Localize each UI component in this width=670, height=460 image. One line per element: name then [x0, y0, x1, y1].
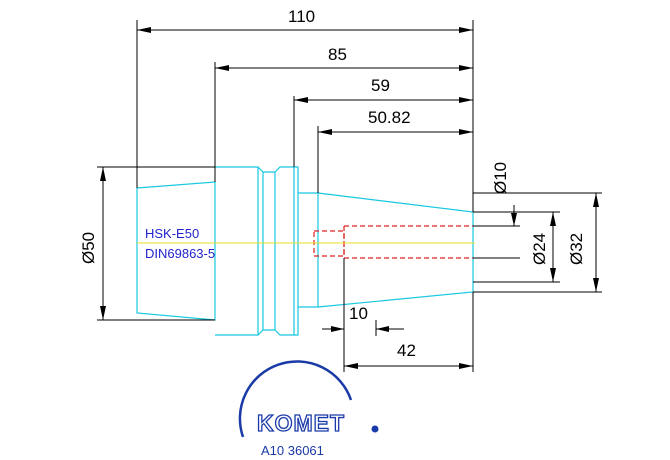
dimension-110: [136, 20, 474, 212]
dimension-dia-50: [97, 166, 215, 321]
dim-label-85: 85: [328, 45, 347, 64]
hidden-bore-lines: [313, 225, 473, 259]
komet-logo: KOMET: [238, 360, 379, 438]
dim-label-dia-50: Ø50: [79, 232, 98, 264]
komet-logo-text: KOMET: [257, 410, 345, 436]
dim-label-dia-24: Ø24: [530, 233, 549, 265]
dimension-dia-10: [473, 205, 520, 259]
dimension-dia-32: [473, 192, 602, 293]
dimension-59: [293, 96, 473, 167]
dim-label-dia-32: Ø32: [567, 233, 586, 265]
dimension-depth-10: [322, 258, 404, 372]
dim-label-59: 59: [371, 76, 390, 95]
dimension-50-82: [317, 126, 473, 193]
dim-label-depth-42: 42: [397, 341, 416, 360]
standard-label: DIN69863-5: [145, 246, 215, 261]
part-body-outline: [136, 166, 474, 336]
dim-label-50-82: 50.82: [368, 108, 411, 127]
dim-label-dia-10: Ø10: [491, 162, 510, 194]
dimension-dia-24: [473, 211, 560, 283]
dim-label-depth-10: 10: [349, 304, 368, 323]
interface-label: HSK-E50: [145, 226, 199, 241]
part-number: A10 36061: [261, 443, 324, 458]
dimension-depth-42: [344, 292, 474, 372]
dim-label-110: 110: [288, 7, 315, 26]
dimension-85: [214, 62, 473, 182]
